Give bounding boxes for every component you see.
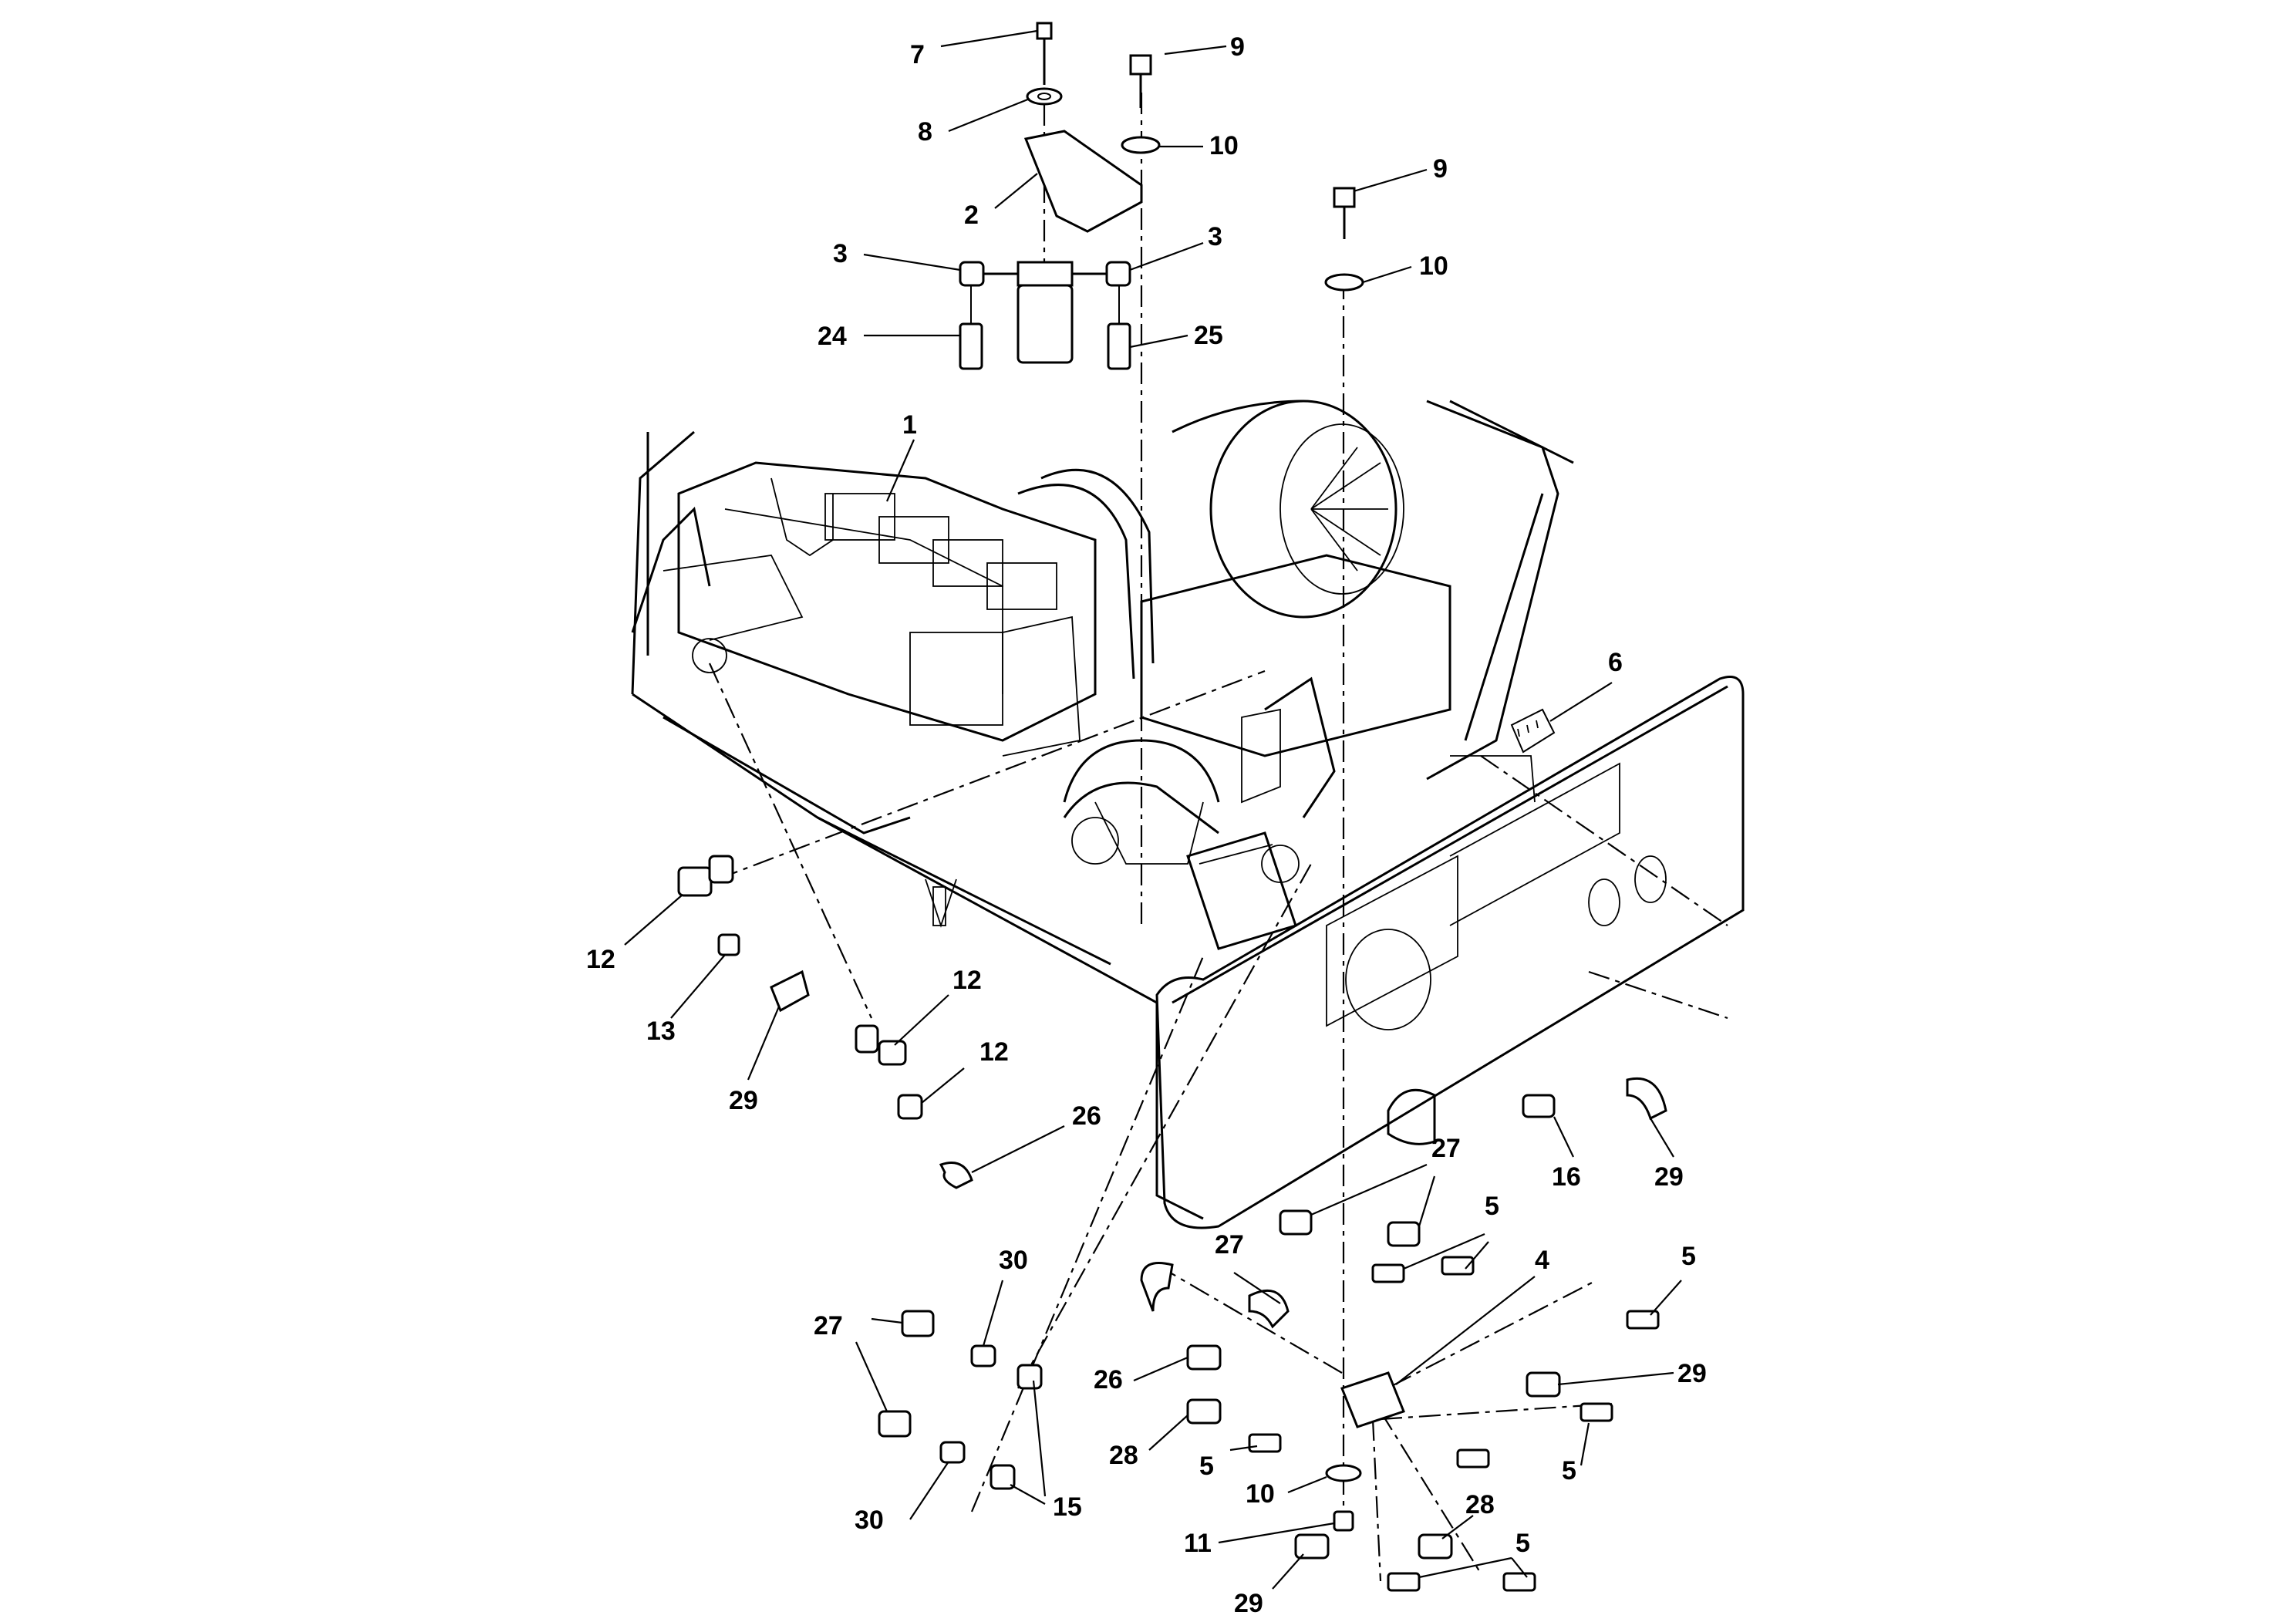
callout-29: 29	[1677, 1359, 1707, 1388]
fitting-28-a	[1186, 1398, 1222, 1425]
callout-9: 9	[1230, 32, 1245, 62]
callout-28: 28	[1109, 1441, 1138, 1470]
bolt-9-head-right	[1333, 187, 1356, 208]
callout-11: 11	[1184, 1529, 1212, 1558]
elbow-29	[770, 969, 810, 1013]
manifold-block-4	[1340, 1371, 1405, 1428]
adapter-13	[717, 933, 740, 956]
nipple-5-a	[1371, 1263, 1405, 1283]
bolt-9-head	[1129, 54, 1152, 76]
fitting-27-b	[1387, 1221, 1421, 1247]
nipple-5-b	[1441, 1256, 1475, 1276]
nipple-5-g	[1387, 1572, 1421, 1592]
callout-27: 27	[1215, 1230, 1244, 1259]
fitting-16	[1522, 1094, 1556, 1118]
callout-10: 10	[1209, 131, 1239, 160]
tee-15-b	[990, 1464, 1016, 1490]
callout-8: 8	[918, 117, 932, 147]
tee-12b	[855, 1024, 879, 1054]
callout-15: 15	[1053, 1492, 1082, 1522]
callout-5: 5	[1485, 1192, 1499, 1221]
elbow-fitting-3-right	[1105, 261, 1131, 287]
adapter-12c	[897, 1094, 923, 1120]
callout-28: 28	[1465, 1490, 1495, 1519]
callout-26: 26	[1072, 1101, 1101, 1131]
elbow-27-d	[1248, 1289, 1290, 1329]
callout-10: 10	[1419, 251, 1448, 281]
hose-25	[1107, 322, 1131, 370]
nipple-5-f	[1248, 1433, 1282, 1453]
nut-11	[1333, 1510, 1354, 1532]
callout-12: 12	[952, 966, 982, 995]
callout-13: 13	[646, 1017, 676, 1046]
hose-24	[959, 322, 983, 370]
elbow-27-c	[1140, 1262, 1174, 1312]
callout-30: 30	[999, 1246, 1028, 1275]
callout-27: 27	[1431, 1134, 1461, 1163]
callout-3: 3	[1208, 222, 1222, 251]
callout-12: 12	[586, 945, 615, 974]
fitting-29-c	[1526, 1371, 1561, 1398]
filter-assembly	[959, 22, 1364, 370]
callout-5: 5	[1515, 1529, 1530, 1558]
washer-10-right	[1324, 273, 1364, 292]
left-fittings	[677, 855, 973, 1189]
fitting-26-b	[1186, 1344, 1222, 1371]
callout-4: 4	[1535, 1246, 1549, 1275]
washer-10	[1121, 136, 1161, 154]
callout-12: 12	[979, 1037, 1009, 1067]
elbow-fitting-3-left	[959, 261, 985, 287]
bracket-2	[1023, 130, 1143, 233]
callout-5: 5	[1681, 1242, 1696, 1271]
nipple-5-d	[1580, 1402, 1613, 1422]
callout-25: 25	[1194, 321, 1223, 350]
callout-3: 3	[833, 239, 848, 268]
elbow-29-right	[1626, 1077, 1667, 1121]
callout-10: 10	[1246, 1479, 1275, 1509]
tee-15-a	[1017, 1364, 1043, 1390]
fitting-27-f	[878, 1410, 912, 1438]
fitting-27-e	[901, 1310, 935, 1337]
callout-1: 1	[902, 410, 917, 440]
fitting-29-d	[1294, 1533, 1330, 1560]
nipple-5-h	[1502, 1572, 1536, 1592]
bolt-7-head	[1036, 22, 1053, 40]
elbow-26	[939, 1162, 973, 1189]
callout-26: 26	[1094, 1365, 1123, 1394]
callout-24: 24	[818, 322, 847, 351]
callout-9: 9	[1433, 154, 1448, 184]
fitting-30-a	[970, 1344, 996, 1367]
nipple-5-c	[1626, 1310, 1660, 1330]
fitting-27-a	[1279, 1209, 1313, 1236]
callout-labels: 7 9 8 10 2 9 3 3 10 24 25 1 6 12 13 29 1…	[586, 32, 1707, 1618]
decal-plate	[1510, 708, 1556, 754]
washer-10-bottom	[1325, 1464, 1362, 1482]
tee-fitting-12	[677, 866, 713, 897]
callout-5: 5	[1199, 1452, 1214, 1481]
callout-5: 5	[1562, 1456, 1576, 1485]
machine-frame	[631, 400, 1745, 1229]
callout-2: 2	[964, 201, 979, 230]
callout-29: 29	[1234, 1589, 1263, 1618]
callout-29: 29	[729, 1086, 758, 1115]
assembly-lines	[708, 93, 1728, 1582]
callout-16: 16	[1552, 1162, 1581, 1192]
right-fittings	[878, 1077, 1667, 1592]
fitting-30-b	[939, 1441, 966, 1464]
filter-head	[1017, 261, 1074, 287]
fitting-28-b	[1418, 1533, 1453, 1560]
nipple-5-e	[1456, 1448, 1490, 1469]
leader-lines	[624, 29, 1682, 1590]
callout-6: 6	[1608, 648, 1623, 677]
callout-30: 30	[855, 1506, 884, 1535]
filter-canister	[1017, 284, 1074, 364]
callout-29: 29	[1654, 1162, 1684, 1192]
callout-7: 7	[910, 40, 925, 69]
callout-27: 27	[814, 1311, 843, 1340]
